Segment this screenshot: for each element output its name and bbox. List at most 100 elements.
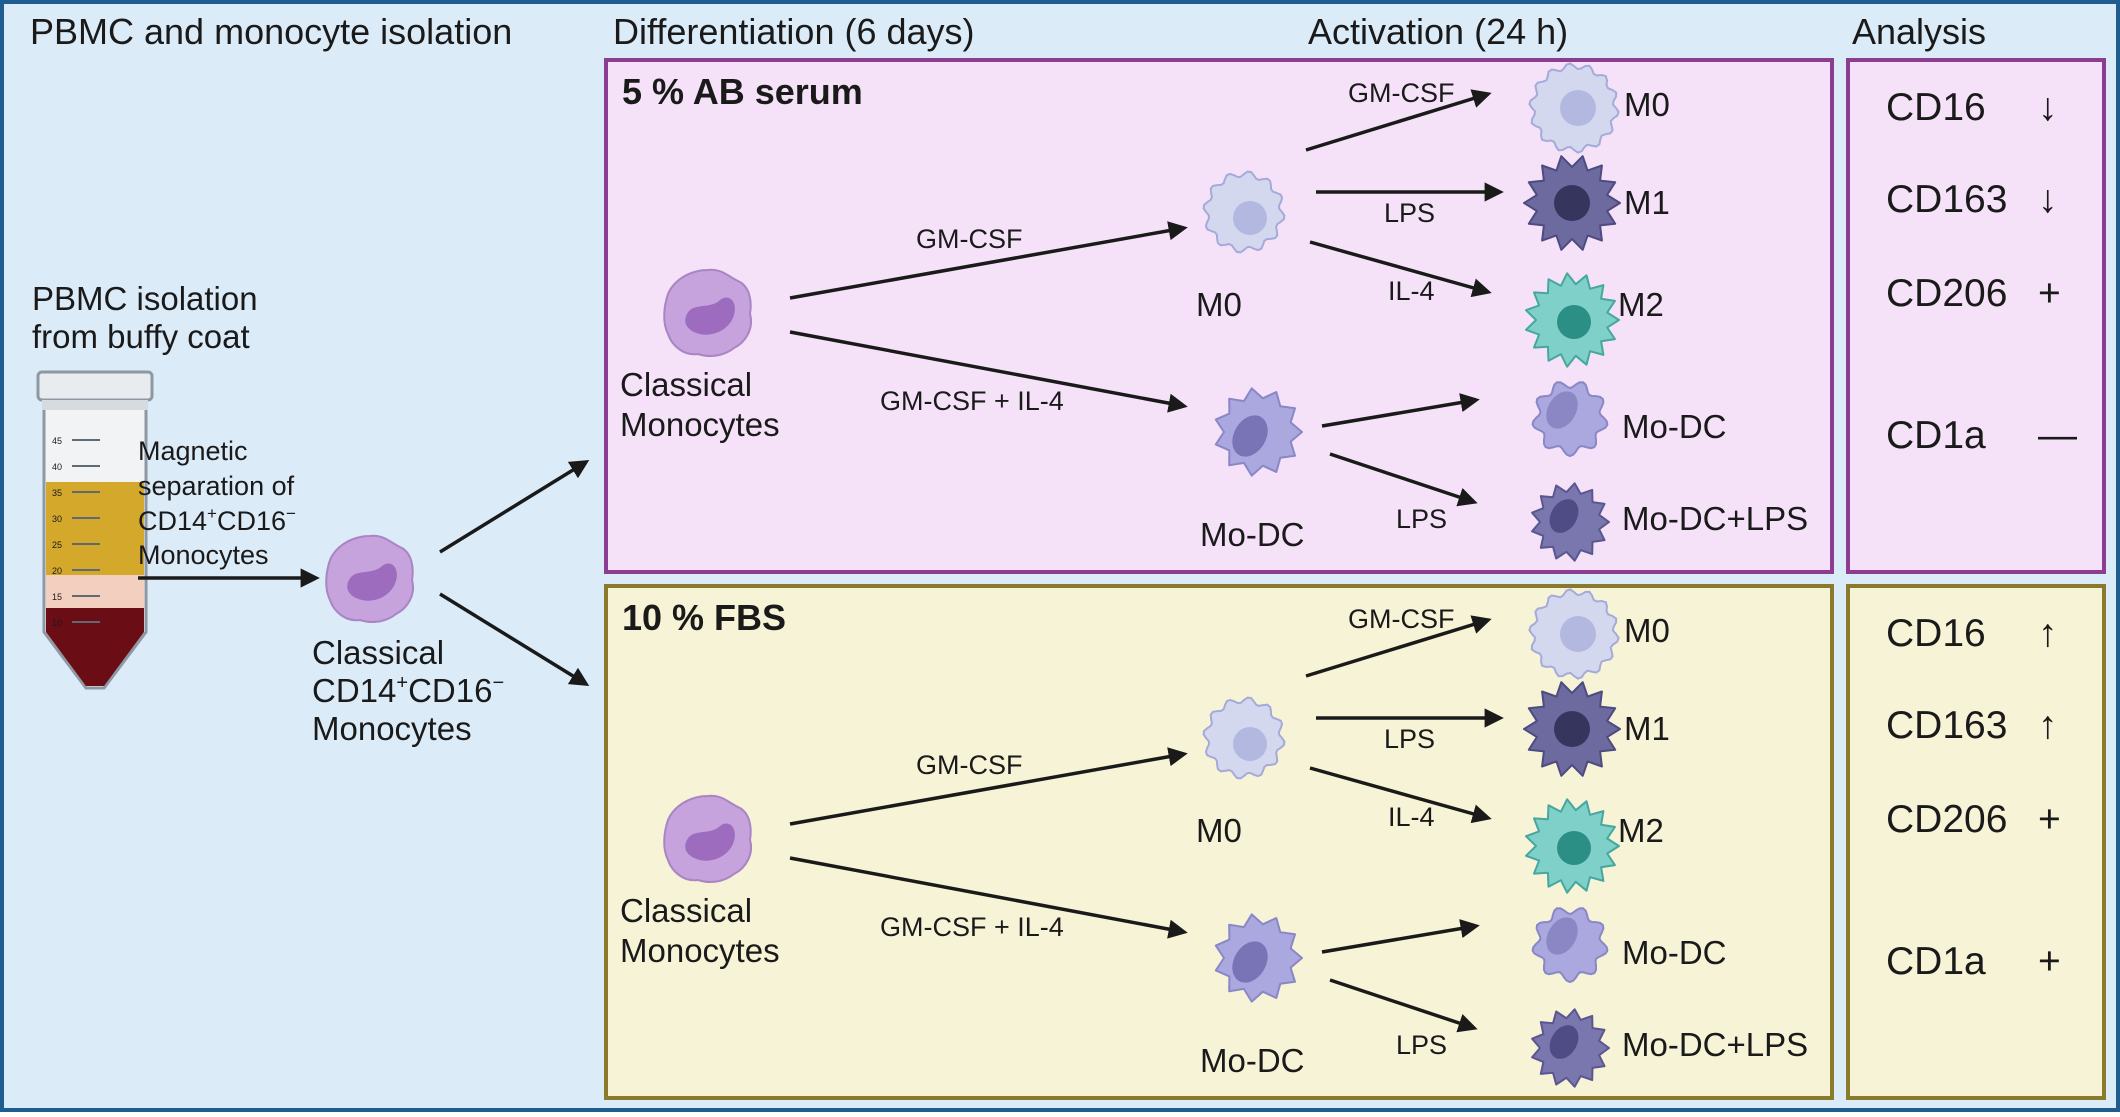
tube-tick-25: 25 — [52, 540, 62, 550]
header-analysis: Analysis — [1852, 11, 1986, 52]
magnetic-separation-line3: CD14+CD16− — [138, 504, 296, 536]
activation-il4-label: IL-4 — [1388, 802, 1435, 832]
header-differentiation: Differentiation (6 days) — [613, 11, 975, 52]
mo-dc-lps-output-label: Mo-DC+LPS — [1622, 500, 1808, 537]
analysis-marker: CD1a — [1886, 940, 1986, 983]
activation-il4-label: IL-4 — [1388, 276, 1435, 306]
activation-modc-lps-arrow — [1329, 452, 1478, 507]
analysis-symbol: — — [2038, 414, 2077, 457]
tube-tick-20: 20 — [52, 566, 62, 576]
classical-monocyte-icon — [325, 534, 414, 623]
magnetic-separation-line4: Monocytes — [138, 540, 269, 570]
activation-modc-lps-label: LPS — [1396, 1030, 1447, 1060]
classical-monocyte-label-line1: Classical — [312, 634, 444, 671]
panel-title: 10 % FBS — [622, 597, 786, 638]
split-arrow-bottom — [439, 592, 590, 687]
analysis-marker: CD16 — [1886, 86, 1986, 129]
classical-monocytes-label-line2: Monocytes — [620, 932, 780, 969]
activation-gm-csf-arrow — [1305, 615, 1492, 678]
gm-csf-label: GM-CSF — [916, 224, 1022, 254]
header-isolation: PBMC and monocyte isolation — [30, 11, 512, 52]
m0-output-icon — [1528, 588, 1620, 680]
gm-csf-il4-label: GM-CSF + IL-4 — [880, 912, 1064, 942]
analysis-marker: CD206 — [1886, 798, 2007, 841]
differentiation-panel-box — [604, 58, 1834, 574]
activation-modc-arrow — [1321, 393, 1480, 428]
pbmc-isolation-label-line1: PBMC isolation — [32, 280, 258, 317]
m0-macrophage-icon — [1202, 170, 1286, 254]
m1-macrophage-icon — [1523, 681, 1621, 777]
m1-output-label: M1 — [1624, 184, 1670, 221]
mo-dc-label: Mo-DC — [1200, 1042, 1305, 1079]
pbmc-isolation-label-line2: from buffy coat — [32, 318, 250, 355]
tube-tick-15: 15 — [52, 592, 62, 602]
gm-csf-il4-label: GM-CSF + IL-4 — [880, 386, 1064, 416]
classical-monocyte-label-line2: CD14+CD16− — [312, 672, 504, 709]
analysis-marker: CD163 — [1886, 704, 2007, 747]
magnetic-separation-line2: separation of — [138, 471, 295, 501]
mo-dc-output-icon — [1531, 907, 1609, 984]
mo-dc-output-icon — [1531, 381, 1609, 458]
classical-monocyte-icon — [663, 268, 752, 357]
activation-lps-label: LPS — [1384, 198, 1435, 228]
tube-tick-40: 40 — [52, 462, 62, 472]
m0-label: M0 — [1196, 286, 1242, 323]
magnetic-separation-line1: Magnetic — [138, 436, 248, 466]
centrifuge-tube-icon: 45 40 35 30 25 20 15 10 — [36, 370, 154, 690]
analysis-symbol: ↑ — [2038, 704, 2058, 747]
m0-label: M0 — [1196, 812, 1242, 849]
gm-csf-il4-arrow — [789, 856, 1188, 939]
analysis-panel-box — [1846, 58, 2106, 574]
analysis-marker: CD1a — [1886, 414, 1986, 457]
analysis-symbol: + — [2038, 272, 2061, 315]
analysis-marker: CD206 — [1886, 272, 2007, 315]
activation-modc-lps-label: LPS — [1396, 504, 1447, 534]
m2-output-label: M2 — [1618, 286, 1664, 323]
mo-dc-output-label: Mo-DC — [1622, 408, 1727, 445]
m2-macrophage-icon — [1525, 272, 1620, 368]
classical-monocyte-label-line3: Monocytes — [312, 710, 472, 747]
analysis-symbol: ↓ — [2038, 178, 2058, 221]
tube-tick-30: 30 — [52, 514, 62, 524]
analysis-symbol: + — [2038, 940, 2061, 983]
mo-dc-lps-output-icon — [1531, 482, 1610, 562]
panel-title: 5 % AB serum — [622, 71, 863, 112]
classical-monocyte-icon — [663, 794, 752, 883]
m2-output-label: M2 — [1618, 812, 1664, 849]
mo-dc-lps-output-label: Mo-DC+LPS — [1622, 1026, 1808, 1063]
classical-monocytes-label-line2: Monocytes — [620, 406, 780, 443]
split-arrow-top — [439, 459, 590, 554]
mo-dc-icon — [1214, 387, 1303, 477]
analysis-symbol: ↑ — [2038, 612, 2058, 655]
panel-1: 5 % AB serumClassicalMonocytesGM-CSFGM-C… — [604, 58, 2106, 574]
mo-dc-lps-output-icon — [1531, 1008, 1610, 1088]
mo-dc-label: Mo-DC — [1200, 516, 1305, 553]
classical-monocytes-label-line1: Classical — [620, 892, 752, 929]
header-activation: Activation (24 h) — [1308, 11, 1568, 52]
activation-il4-arrow — [1309, 766, 1492, 824]
activation-modc-arrow — [1321, 919, 1480, 954]
tube-tick-10: 10 — [52, 618, 62, 628]
analysis-symbol: + — [2038, 798, 2061, 841]
gm-csf-arrow — [789, 221, 1188, 300]
differentiation-panel-box — [604, 584, 1834, 1100]
gm-csf-arrow — [789, 747, 1188, 826]
analysis-marker: CD163 — [1886, 178, 2007, 221]
m1-macrophage-icon — [1523, 155, 1621, 251]
mo-dc-icon — [1214, 913, 1303, 1003]
m0-macrophage-icon — [1202, 696, 1286, 780]
m0-output-icon — [1528, 62, 1620, 154]
tube-tick-35: 35 — [52, 488, 62, 498]
activation-gm-csf-arrow — [1305, 89, 1492, 152]
gm-csf-il4-arrow — [789, 330, 1188, 413]
activation-gm-csf-label: GM-CSF — [1348, 604, 1454, 634]
mo-dc-output-label: Mo-DC — [1622, 934, 1727, 971]
m0-output-label: M0 — [1624, 86, 1670, 123]
activation-lps-label: LPS — [1384, 724, 1435, 754]
activation-il4-arrow — [1309, 240, 1492, 298]
m0-output-label: M0 — [1624, 612, 1670, 649]
activation-modc-lps-arrow — [1329, 978, 1478, 1033]
analysis-panel-box — [1846, 584, 2106, 1100]
